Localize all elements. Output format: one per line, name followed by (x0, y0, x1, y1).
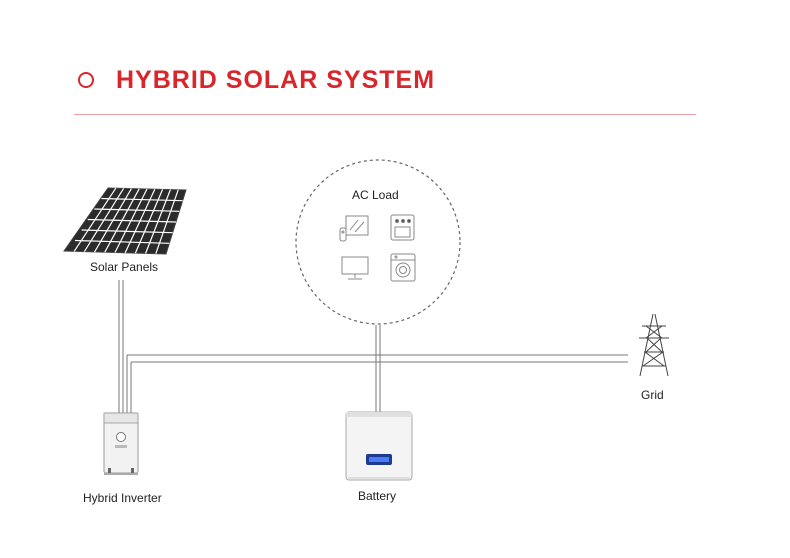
hybrid-inverter-label: Hybrid Inverter (83, 491, 162, 505)
grid-label: Grid (641, 388, 664, 402)
inverter-icon (103, 412, 139, 475)
title-header: HYBRID SOLAR SYSTEM (74, 64, 696, 116)
washing-machine-icon (390, 253, 416, 282)
battery-unit-icon (345, 411, 413, 481)
page-title: HYBRID SOLAR SYSTEM (116, 66, 436, 94)
monitor-icon (341, 256, 369, 280)
oven-icon (390, 214, 415, 241)
battery-label: Battery (358, 489, 397, 503)
connection-lines (118, 280, 628, 414)
circle-icon (78, 72, 94, 88)
ac-load-label: AC Load (352, 188, 399, 202)
title-divider (74, 114, 696, 115)
solar-panel-icon (63, 187, 187, 255)
tv-remote-icon (339, 215, 369, 242)
ac-load-circle (295, 159, 461, 325)
power-tower-icon (639, 313, 669, 377)
solar-panels-label: Solar Panels (90, 260, 159, 274)
